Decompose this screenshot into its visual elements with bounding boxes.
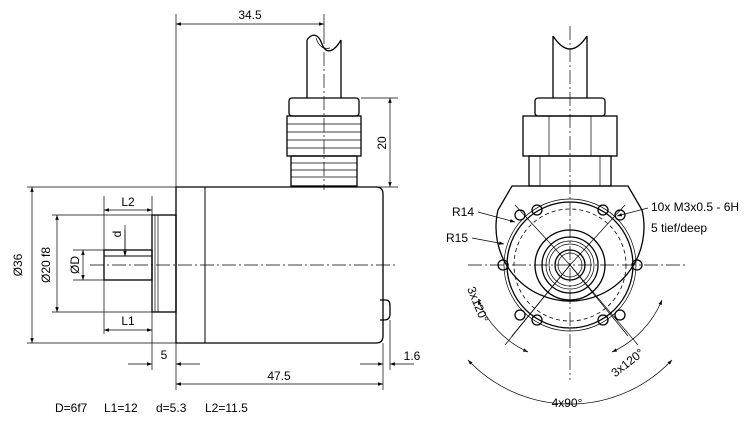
thread-spec-label: 10x M3x0.5 - 6H <box>651 200 739 214</box>
side-view: 34.5 20 Ø36 Ø20 f8 ØD d L2 L1 5 47.5 1.6 <box>11 8 421 390</box>
dim-flange-diameter-label: Ø20 f8 <box>39 247 53 283</box>
dim-total-width-label: 34.5 <box>238 8 262 22</box>
dim-lug-offset-label: 1.6 <box>404 349 421 363</box>
radius-bolt-circle-label: R15 <box>446 231 468 245</box>
angle-bottom-label: 4x90° <box>552 396 583 410</box>
dimension-lines <box>30 22 414 386</box>
dim-housing-diameter-label: Ø36 <box>11 253 25 276</box>
thread-depth-label: 5 tief/deep <box>651 221 707 235</box>
dim-housing-length-label: 47.5 <box>267 369 291 383</box>
front-hub <box>468 229 686 301</box>
dim-flat-depth-label: d <box>110 231 124 238</box>
dim-gland-height-label: 20 <box>375 136 389 150</box>
angle-arcs <box>467 299 673 405</box>
legend-L1: L1=12 <box>104 401 138 415</box>
dim-L2-label: L2 <box>121 195 135 209</box>
shaft <box>90 249 395 281</box>
flange <box>151 214 177 313</box>
parameter-legend: D=6f7 L1=12 d=5.3 L2=11.5 <box>55 401 248 415</box>
legend-shaft-fit: D=6f7 <box>55 401 88 415</box>
dim-flange-offset-label: 5 <box>161 348 168 362</box>
legend-L2: L2=11.5 <box>205 401 248 415</box>
hole-axes <box>504 204 639 346</box>
dim-shaft-diameter-label: ØD <box>68 256 82 274</box>
front-cable-gland <box>522 97 618 187</box>
front-view: R14 R15 10x M3x0.5 - 6H 5 tief/deep 3x12… <box>446 26 739 410</box>
cable <box>306 30 342 190</box>
radius-outer-label: R14 <box>452 205 474 219</box>
dim-L1-label: L1 <box>121 314 135 328</box>
extension-lines <box>27 14 398 390</box>
angle-left-label: 3x120° <box>464 284 491 324</box>
threaded-holes <box>497 204 643 326</box>
cable-gland <box>286 97 362 187</box>
legend-d: d=5.3 <box>156 401 187 415</box>
leaders <box>471 207 649 245</box>
